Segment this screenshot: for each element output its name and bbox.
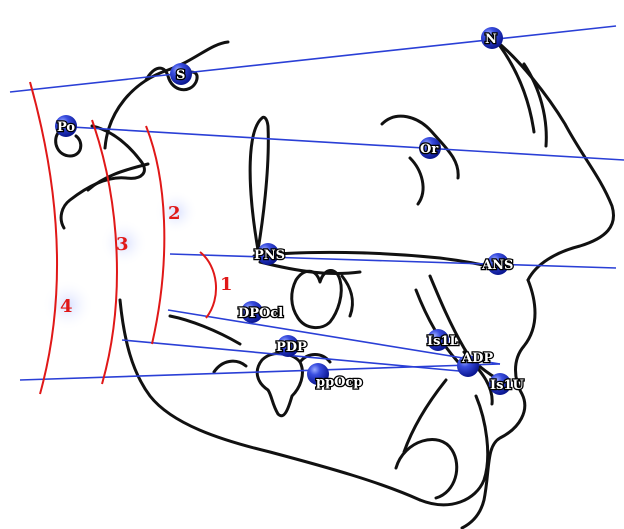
landmark-label-pdp: PDP	[276, 340, 307, 355]
frankfort-plane-line	[54, 125, 624, 161]
landmark-is1l: Is1L	[426, 329, 460, 351]
landmark-s: S	[170, 63, 192, 85]
arc-label-group: 1 2 3 4	[60, 203, 233, 317]
arc-1	[199, 251, 218, 319]
arc-4	[29, 81, 59, 395]
landmark-label-is1u: Is1U	[490, 378, 524, 393]
landmark-label-pns: PNS	[254, 248, 285, 263]
landmark-ans: ANS	[480, 253, 515, 275]
occlusal-plane-line	[19, 363, 501, 381]
landmark-label-or: Or	[420, 142, 438, 157]
landmark-n: N	[481, 27, 503, 49]
landmark-ppocp: ppOcp	[307, 363, 364, 391]
landmark-label-dpocl: DPOcl	[238, 306, 283, 321]
landmark-label-po: Po	[57, 120, 75, 135]
arc-3	[91, 119, 118, 385]
reference-planes	[9, 25, 624, 381]
sn-line	[9, 25, 617, 93]
landmark-or: Or	[419, 137, 441, 159]
landmark-label-ppocp: ppOcp	[316, 375, 363, 390]
palatal-plane-line	[169, 253, 617, 269]
landmark-pns: PNS	[253, 243, 286, 265]
landmark-label-is1l: Is1L	[427, 334, 459, 349]
landmark-label-adp: ADP	[461, 351, 493, 366]
landmark-adp: ADP	[457, 350, 495, 377]
landmark-label-s: S	[176, 68, 185, 83]
landmark-po: Po	[55, 115, 77, 137]
landmark-is1u: Is1U	[489, 373, 526, 395]
landmark-label-n: N	[485, 32, 497, 47]
landmark-points: N S Po Or PNS ANS DPOcl PDP	[55, 27, 526, 395]
landmark-label-ans: ANS	[481, 258, 513, 273]
measurement-arcs	[29, 81, 218, 395]
arc-label-1: 1	[220, 274, 233, 295]
skull-tracing	[54, 38, 615, 529]
landmark-pdp: PDP	[275, 335, 308, 357]
landmark-dpocl: DPOcl	[237, 301, 285, 323]
arc-label-2: 2	[168, 203, 181, 224]
arc-label-4: 4	[60, 296, 73, 317]
arc-2	[145, 125, 166, 345]
arc-label-3: 3	[116, 234, 129, 255]
functional-occlusal-line	[167, 309, 501, 365]
